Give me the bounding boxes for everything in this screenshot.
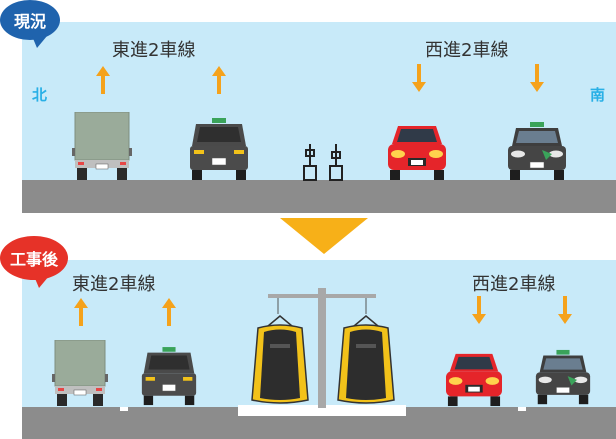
- north-label: 北: [32, 84, 47, 105]
- south-label: 南: [590, 84, 605, 105]
- taxi-icon: [188, 118, 250, 182]
- lane-marker: [518, 407, 526, 411]
- down-arrow-icon: [412, 64, 426, 92]
- up-arrow-icon: [74, 298, 88, 326]
- down-arrow-icon: [472, 296, 486, 324]
- current-badge: 現況: [0, 0, 60, 40]
- current-road: [22, 180, 616, 213]
- after-badge: 工事後: [0, 236, 68, 280]
- taxi-icon: [534, 348, 592, 408]
- tram-icon: [248, 314, 312, 408]
- top-westbound-label: 西進2車線: [425, 36, 508, 62]
- up-arrow-icon: [162, 298, 176, 326]
- down-arrow-icon: [530, 64, 544, 92]
- taxi-icon: [506, 122, 568, 182]
- bottom-eastbound-label: 東進2車線: [72, 270, 155, 296]
- truck-icon: [52, 340, 108, 408]
- top-eastbound-label: 東進2車線: [112, 36, 195, 62]
- lane-marker: [120, 407, 128, 411]
- current-badge-tail: [32, 36, 47, 48]
- up-arrow-icon: [96, 66, 110, 94]
- transition-arrow-icon: [280, 218, 368, 254]
- taxi-icon: [140, 346, 198, 408]
- after-badge-tail: [34, 276, 49, 288]
- truck-icon: [72, 112, 132, 182]
- down-arrow-icon: [558, 296, 572, 324]
- bottom-westbound-label: 西進2車線: [472, 270, 555, 296]
- up-arrow-icon: [212, 66, 226, 94]
- tram-icon: [334, 314, 398, 408]
- red-car-icon: [386, 124, 448, 182]
- red-car-icon: [444, 352, 504, 408]
- bicycle-rack-icon: [300, 140, 348, 182]
